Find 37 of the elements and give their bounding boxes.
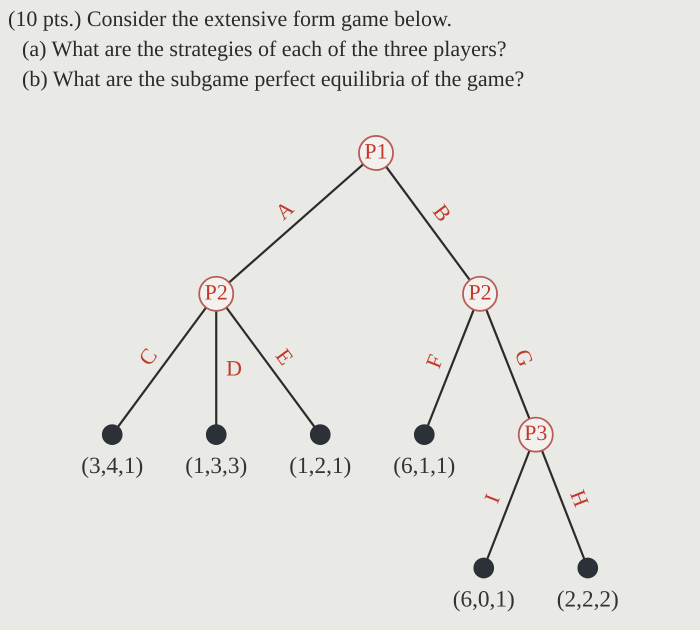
terminal-dot	[310, 424, 331, 445]
payoff-label: (3,4,1)	[81, 453, 144, 480]
action-label: C	[133, 343, 162, 370]
branch-line	[486, 450, 531, 560]
action-label: I	[478, 490, 505, 506]
question-text: (b) What are the subgame perfect equilibria of the game?	[22, 65, 524, 93]
branch-line	[426, 309, 475, 426]
problem-heading: (10 pts.) Consider the extensive form game below.	[8, 5, 452, 33]
action-label: H	[565, 486, 594, 510]
branch-line	[485, 309, 530, 420]
payoff-label: (2,2,2)	[556, 586, 619, 612]
action-label: E	[270, 344, 299, 370]
action-label: B	[428, 200, 457, 226]
payoff-label: (1,2,1)	[289, 453, 352, 480]
action-label: A	[270, 195, 299, 225]
terminal-dot	[578, 558, 598, 578]
payoff-label: (1,3,3)	[185, 453, 248, 480]
player-node: P2	[462, 276, 498, 312]
branch-line	[540, 450, 586, 560]
branch-line	[215, 310, 218, 426]
branch-line	[117, 306, 207, 428]
action-label: D	[226, 355, 242, 380]
action-label: G	[510, 346, 539, 370]
branch-line	[225, 306, 316, 428]
player-node: P2	[198, 276, 234, 312]
terminal-dot	[206, 424, 227, 445]
action-label: F	[420, 350, 448, 372]
branch-line	[228, 163, 364, 284]
player-node: P3	[518, 416, 554, 453]
terminal-dot	[414, 424, 435, 445]
terminal-dot	[102, 424, 122, 445]
branch-line	[385, 166, 471, 281]
payoff-label: (6,0,1)	[452, 586, 515, 612]
payoff-label: (6,1,1)	[393, 453, 456, 480]
player-node: P1	[358, 135, 394, 171]
terminal-dot	[473, 558, 494, 578]
question-text: (a) What are the strategies of each of the three players?	[22, 35, 507, 63]
